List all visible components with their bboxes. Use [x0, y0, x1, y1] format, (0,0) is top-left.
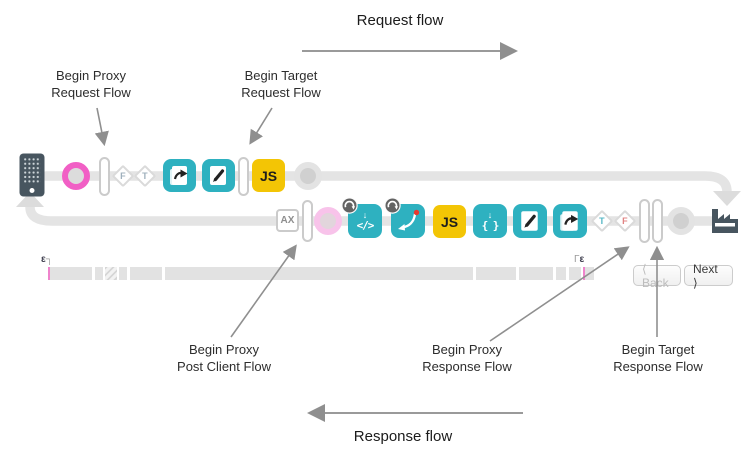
callout-policy-step[interactable]: [163, 159, 196, 192]
label-begin-proxy-response-flow: Begin Proxy Response Flow: [422, 342, 512, 374]
condition-false-step[interactable]: F: [613, 209, 637, 233]
javascript-policy-step[interactable]: JS: [433, 205, 466, 238]
mobile-phone-icon: [19, 153, 45, 197]
post-client-start-step[interactable]: [314, 207, 342, 235]
extract-variables-policy-step[interactable]: ↓ { }: [473, 204, 507, 238]
condition-true-step[interactable]: T: [590, 209, 614, 233]
factory-icon: [712, 209, 738, 233]
timeline-segment: [165, 267, 473, 280]
timeline-segment: [105, 267, 117, 280]
repeat-badge-icon: [384, 197, 401, 214]
callout-policy-step[interactable]: [553, 204, 587, 238]
timeline-epsilon-left: ε┐: [41, 254, 53, 265]
timeline-tick: [583, 267, 585, 280]
target-request-flow-marker[interactable]: [238, 157, 249, 196]
braces-down-arrow-icon: ↓ { }: [481, 210, 500, 232]
timeline-segment: [119, 267, 127, 280]
timeline-segment: [50, 267, 92, 280]
response-end-step[interactable]: [667, 207, 695, 235]
timeline-epsilon-right: Γε: [574, 254, 585, 265]
timeline-segment: [476, 267, 516, 280]
xml-to-json-policy-step[interactable]: ↓ </>: [341, 197, 382, 238]
timeline-segment: [95, 267, 103, 280]
label-begin-proxy-request-flow: Begin Proxy Request Flow: [51, 68, 131, 100]
request-flow-title: Request flow: [356, 12, 444, 29]
timeline-segment: [519, 267, 553, 280]
analytics-step[interactable]: AX: [276, 209, 299, 232]
label-begin-target-request-flow: Begin Target Request Flow: [241, 68, 321, 100]
label-begin-target-response-flow: Begin Target Response Flow: [613, 342, 703, 374]
proxy-request-start-step[interactable]: [62, 162, 90, 190]
edit-policy-step[interactable]: [202, 159, 235, 192]
curved-arrow-red-dot-icon: [398, 209, 420, 231]
mobile-client-icon[interactable]: [19, 153, 45, 197]
repeat-badge-icon: [341, 197, 358, 214]
target-server-step[interactable]: [710, 205, 740, 233]
code-down-arrow-icon: ↓ </>: [356, 210, 375, 232]
timeline-segment: [585, 267, 594, 280]
document-arrow-icon: [560, 211, 579, 231]
route-policy-step[interactable]: [384, 197, 425, 238]
label-begin-proxy-post-client-flow: Begin Proxy Post Client Flow: [177, 342, 271, 374]
request-end-step[interactable]: [294, 162, 322, 190]
proxy-request-flow-marker[interactable]: [99, 157, 110, 196]
timeline-segment: [556, 267, 566, 280]
document-arrow-icon: [170, 166, 188, 185]
next-button[interactable]: Next ⟩: [684, 262, 733, 290]
javascript-policy-step[interactable]: JS: [252, 159, 285, 192]
timeline-tick: [48, 267, 50, 280]
target-response-flow-marker[interactable]: [652, 199, 663, 243]
response-flow-title: Response flow: [353, 428, 453, 445]
document-pencil-icon: [210, 166, 226, 185]
condition-true-step[interactable]: T: [133, 164, 157, 188]
timeline-segment: [569, 267, 581, 280]
edit-policy-step[interactable]: [513, 204, 547, 238]
timeline-bar[interactable]: [48, 267, 594, 280]
back-button[interactable]: ⟨ Back: [633, 262, 681, 290]
post-client-flow-marker[interactable]: [302, 200, 313, 242]
document-pencil-icon: [521, 211, 538, 231]
timeline-segment: [130, 267, 162, 280]
proxy-response-flow-marker[interactable]: [639, 199, 650, 243]
condition-false-step[interactable]: F: [111, 164, 135, 188]
